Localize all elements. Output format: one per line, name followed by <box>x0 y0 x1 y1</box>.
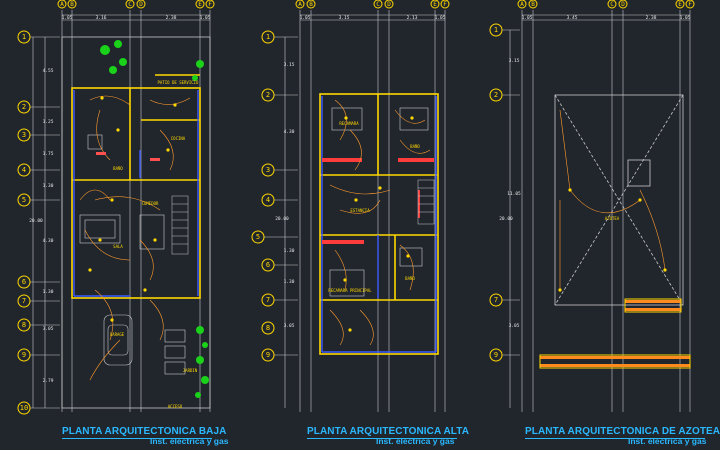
dim-text: 1.05 <box>62 15 73 21</box>
col-label: A <box>60 1 64 8</box>
room-label: COMEDOR <box>142 201 159 206</box>
row-label: 3 <box>22 131 26 139</box>
row-label: 10 <box>20 404 28 412</box>
row-label: 2 <box>22 103 26 111</box>
row-label: 5 <box>22 196 26 204</box>
dim-text: 1.05 <box>522 15 533 21</box>
dim-text: 3.16 <box>96 15 107 21</box>
dim-text: 20.00 <box>29 218 43 224</box>
col-label: C <box>376 1 380 8</box>
row-label: 7 <box>22 297 26 305</box>
panel-subtitle-alta: Inst. electrica y gas <box>376 436 455 446</box>
row-label: 1 <box>266 33 270 41</box>
dim-text: 4.55 <box>43 68 54 74</box>
dim-text: 4.30 <box>284 129 295 135</box>
room-label: BAÑO <box>405 276 415 281</box>
row-label: 8 <box>22 321 26 329</box>
room-label: RECAMARA <box>339 121 359 126</box>
row-label: 8 <box>266 324 270 332</box>
row-label: 1 <box>22 33 26 41</box>
row-label: 3 <box>266 166 270 174</box>
row-label: 9 <box>22 351 26 359</box>
col-label: B <box>70 1 74 8</box>
room-label: RECAMARA PRINCIPAL <box>328 288 372 293</box>
row-label: 6 <box>22 278 26 286</box>
room-label: ESTANCIA <box>350 208 370 213</box>
room-label: GARAGE <box>110 332 125 337</box>
row-label: 7 <box>266 296 270 304</box>
panel-title-alta: PLANTA ARQUITECTONICA ALTA <box>307 426 470 437</box>
dim-text: 3.15 <box>284 62 295 68</box>
dim-text: 4.30 <box>43 238 54 244</box>
col-label: F <box>208 1 212 8</box>
col-label: C <box>128 1 132 8</box>
room-label: ACCESO <box>168 404 183 409</box>
row-label: 1 <box>494 26 498 34</box>
col-label: F <box>688 1 692 8</box>
panel-title-baja: PLANTA ARQUITECTONICA BAJA <box>62 426 227 437</box>
room-label: AZOTEA <box>605 216 620 221</box>
dim-text: 1.05 <box>300 15 311 21</box>
col-label: A <box>298 1 302 8</box>
col-label: E <box>433 1 437 8</box>
room-label: PATIO DE SERVICIO <box>158 80 200 85</box>
dim-text: 1.30 <box>43 289 54 295</box>
col-label: A <box>520 1 524 8</box>
room-label: SALA <box>113 244 123 249</box>
dim-text: 3.15 <box>509 58 520 64</box>
dim-text: 20.00 <box>499 216 513 222</box>
dim-text: 20.00 <box>275 216 289 222</box>
col-label: D <box>139 1 143 8</box>
dim-text: 11.05 <box>507 191 521 197</box>
room-label: JARDIN <box>183 368 198 373</box>
col-label: B <box>309 1 313 8</box>
dim-text: 1.75 <box>43 151 54 157</box>
row-label: 4 <box>266 196 270 204</box>
row-label: 9 <box>266 351 270 359</box>
panel-subtitle-baja: Inst. electrica y gas <box>150 436 229 446</box>
dim-text: 1.30 <box>43 183 54 189</box>
planta-baja: A B C D E F 1 2 3 4 5 6 7 8 9 10 1.05 3.… <box>17 0 215 415</box>
dim-text: 1.25 <box>43 119 54 125</box>
col-label: D <box>387 1 391 8</box>
dim-text: 2.38 <box>646 15 657 21</box>
planta-azotea: A B C D E F 1 2 7 9 1.05 3.45 2.38 1.05 … <box>489 0 695 412</box>
dim-text: 3.05 <box>509 323 520 329</box>
col-label: C <box>610 1 614 8</box>
planta-alta: A B C D E F 1 2 3 4 5 6 7 8 9 1.05 3.15 … <box>251 0 450 412</box>
dim-text: 3.15 <box>339 15 350 21</box>
row-label: 6 <box>266 261 270 269</box>
room-label: COCINA <box>171 136 186 141</box>
room-label: BAÑO <box>410 144 420 149</box>
panel-title-azotea: PLANTA ARQUITECTONICA DE AZOTEA <box>525 426 720 437</box>
col-label: E <box>678 1 682 8</box>
row-label: 9 <box>494 351 498 359</box>
dim-text: 2.79 <box>43 378 54 384</box>
row-label: 2 <box>266 91 270 99</box>
dim-text: 1.30 <box>284 279 295 285</box>
dim-text: 1.05 <box>435 15 446 21</box>
dim-text: 3.45 <box>567 15 578 21</box>
title-underline <box>307 438 457 439</box>
title-underline <box>525 438 705 439</box>
dim-text: 2.13 <box>407 15 418 21</box>
col-label: E <box>198 1 202 8</box>
dim-text: 1.05 <box>680 15 691 21</box>
col-label: D <box>621 1 625 8</box>
row-label: 7 <box>494 296 498 304</box>
row-label: 4 <box>22 166 26 174</box>
dim-text: 3.05 <box>284 323 295 329</box>
title-underline <box>62 438 212 439</box>
dim-text: 2.38 <box>166 15 177 21</box>
dim-text: 1.30 <box>284 248 295 254</box>
col-label: B <box>531 1 535 8</box>
row-label: 5 <box>256 233 260 241</box>
room-label: BAÑO <box>113 166 123 171</box>
dim-text: 1.05 <box>200 15 211 21</box>
row-label: 2 <box>494 91 498 99</box>
col-label: F <box>443 1 447 8</box>
dim-text: 3.05 <box>43 326 54 332</box>
panel-subtitle-azotea: Inst. electrica y gas <box>628 436 707 446</box>
